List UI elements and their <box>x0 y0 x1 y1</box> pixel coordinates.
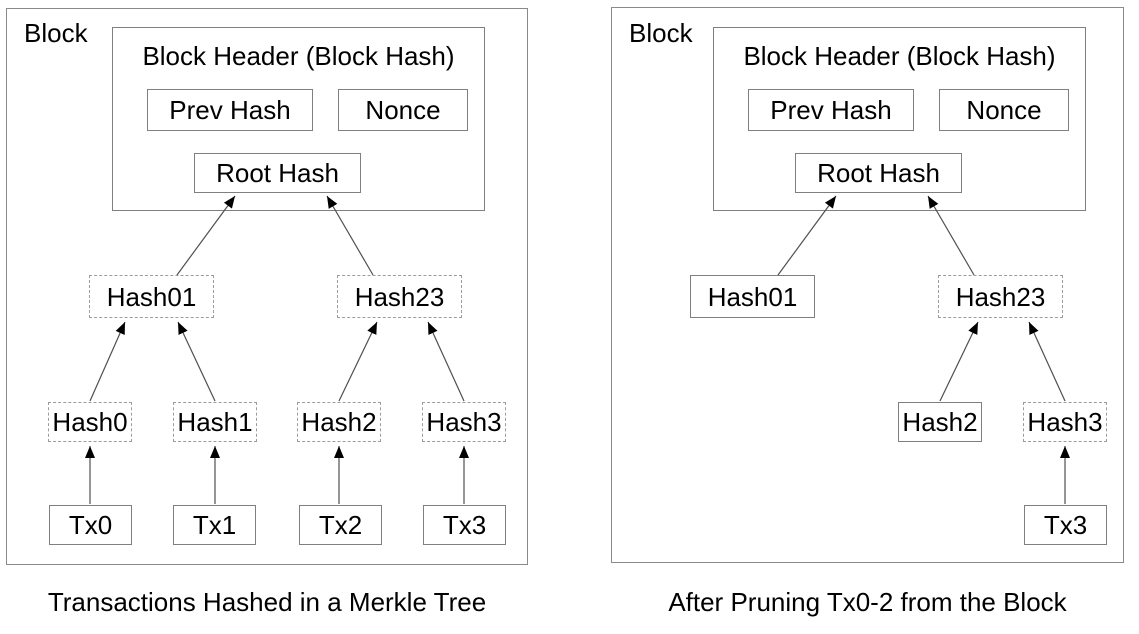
hash3-label-left: Hash3 <box>426 407 502 437</box>
tx2-label-left: Tx2 <box>318 510 363 540</box>
tx3-label-left: Tx3 <box>442 510 487 540</box>
nonce-label-left: Nonce <box>365 95 441 125</box>
hash01-box-left: Hash01 <box>89 275 214 318</box>
block-label-left: Block <box>24 18 88 48</box>
hash23-label-right: Hash23 <box>955 281 1046 312</box>
prev-hash-label-left: Prev Hash <box>169 95 291 125</box>
nonce-box-right: Nonce <box>939 89 1069 131</box>
caption-left: Transactions Hashed in a Merkle Tree <box>47 587 487 617</box>
tx1-label-left: Tx1 <box>192 510 237 540</box>
tx0-box-left: Tx0 <box>49 505 132 545</box>
tx2-box-left: Tx2 <box>299 505 382 545</box>
hash2-label-left: Hash2 <box>301 407 377 437</box>
hash2-box-left: Hash2 <box>297 402 381 442</box>
block-header-title-left: Block Header (Block Hash) <box>142 41 455 71</box>
prev-hash-label-right: Prev Hash <box>770 95 892 125</box>
hash3-box-right: Hash3 <box>1023 402 1107 442</box>
tx1-box-left: Tx1 <box>173 505 256 545</box>
hash2-label-right: Hash2 <box>902 407 978 437</box>
nonce-label-right: Nonce <box>966 95 1042 125</box>
block-header-title-right: Block Header (Block Hash) <box>743 41 1056 71</box>
hash1-box-left: Hash1 <box>173 402 257 442</box>
hash01-box-right: Hash01 <box>690 275 815 318</box>
hash2-box-right: Hash2 <box>898 402 982 442</box>
hash0-label-left: Hash0 <box>52 407 128 437</box>
root-hash-label-right: Root Hash <box>817 158 940 188</box>
tx3-box-left: Tx3 <box>423 505 506 545</box>
tx3-label-right: Tx3 <box>1043 510 1088 540</box>
tx0-label-left: Tx0 <box>68 510 113 540</box>
nonce-box-left: Nonce <box>338 89 468 131</box>
hash1-label-left: Hash1 <box>177 407 253 437</box>
tx3-box-right: Tx3 <box>1024 505 1107 545</box>
hash3-box-left: Hash3 <box>422 402 506 442</box>
hash23-box-left: Hash23 <box>337 275 462 318</box>
hash3-label-right: Hash3 <box>1027 407 1103 437</box>
root-hash-label-left: Root Hash <box>216 158 339 188</box>
root-hash-box-left: Root Hash <box>194 153 361 193</box>
block-label-right: Block <box>629 18 693 48</box>
prev-hash-box-right: Prev Hash <box>748 89 914 131</box>
caption-right: After Pruning Tx0-2 from the Block <box>668 587 1067 617</box>
root-hash-box-right: Root Hash <box>795 153 962 193</box>
hash23-label-left: Hash23 <box>354 281 445 312</box>
prev-hash-box-left: Prev Hash <box>147 89 313 131</box>
hash23-box-right: Hash23 <box>938 275 1063 318</box>
hash01-label-right: Hash01 <box>707 281 798 312</box>
hash01-label-left: Hash01 <box>106 281 197 312</box>
hash0-box-left: Hash0 <box>48 402 132 442</box>
